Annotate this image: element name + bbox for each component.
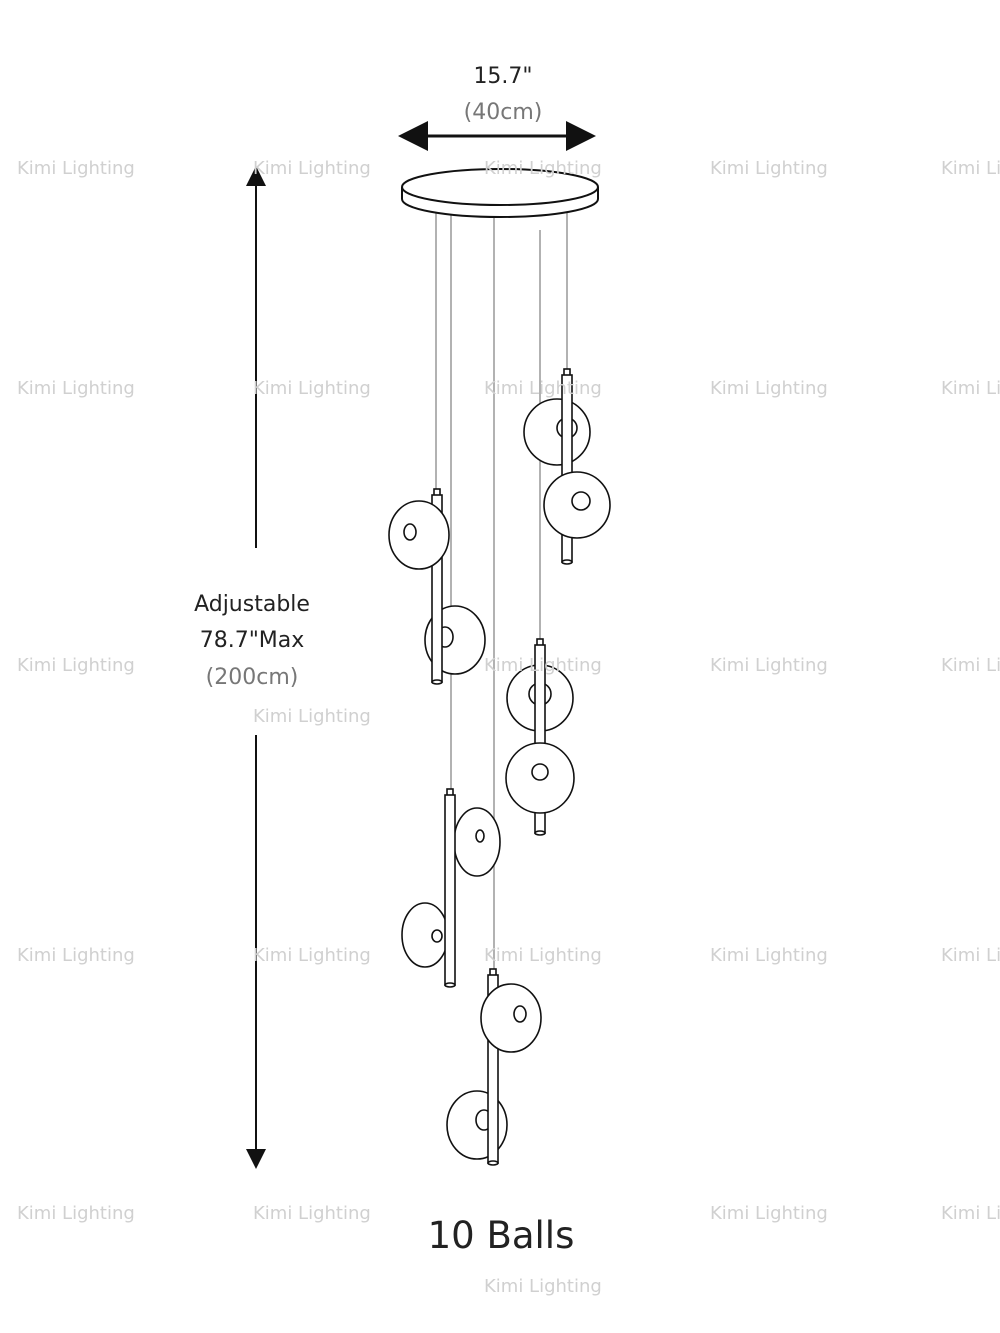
watermark-text: Kimi Lighting bbox=[941, 158, 1000, 179]
watermark-text: Kimi Lighting bbox=[710, 945, 828, 966]
tube-end bbox=[444, 982, 456, 988]
watermark-text: Kimi Lighting bbox=[17, 655, 135, 676]
tube-end bbox=[431, 679, 443, 685]
pendant-lamp bbox=[523, 368, 611, 565]
watermark-text: Kimi Lighting bbox=[484, 1276, 602, 1297]
glass-disc bbox=[480, 983, 542, 1053]
watermark-text: Kimi Lighting bbox=[253, 1203, 371, 1224]
pendant-lamps bbox=[388, 368, 611, 1166]
disc-center-hole bbox=[431, 929, 443, 943]
watermark-text: Kimi Lighting bbox=[484, 945, 602, 966]
tube-end bbox=[561, 559, 573, 565]
watermark-text: Kimi Lighting bbox=[253, 945, 371, 966]
glass-disc bbox=[453, 807, 501, 877]
disc-center-hole bbox=[403, 523, 417, 541]
watermark-text: Kimi Lighting bbox=[17, 945, 135, 966]
tube-end bbox=[534, 830, 546, 836]
pendant-lamp bbox=[505, 638, 575, 836]
watermark-text: Kimi Lighting bbox=[710, 655, 828, 676]
watermark-text: Kimi Lighting bbox=[941, 945, 1000, 966]
watermark-text: Kimi Lighting bbox=[941, 378, 1000, 399]
watermark-text: Kimi Lighting bbox=[710, 158, 828, 179]
glass-disc bbox=[388, 500, 450, 570]
watermark-text: Kimi Lighting bbox=[941, 655, 1000, 676]
watermark-text: Kimi Lighting bbox=[253, 706, 371, 727]
width-inches: 15.7" bbox=[473, 64, 532, 89]
ceiling-canopy bbox=[401, 168, 599, 218]
watermark-text: Kimi Lighting bbox=[253, 378, 371, 399]
caption: 10 Balls bbox=[428, 1214, 575, 1257]
width-cm: (40cm) bbox=[464, 100, 543, 125]
height-cm: (200cm) bbox=[206, 665, 299, 690]
height-label: Adjustable bbox=[194, 592, 310, 617]
height-inches: 78.7"Max bbox=[200, 628, 305, 653]
watermark-text: Kimi Lighting bbox=[710, 378, 828, 399]
pendant-lamp bbox=[388, 488, 486, 685]
disc-center-hole bbox=[531, 763, 549, 781]
disc-center-hole bbox=[475, 829, 485, 843]
disc-center-hole bbox=[571, 491, 591, 511]
watermark-text: Kimi Lighting bbox=[484, 655, 602, 676]
watermark-text: Kimi Lighting bbox=[710, 1203, 828, 1224]
tube-end bbox=[487, 1160, 499, 1166]
watermark-text: Kimi Lighting bbox=[941, 1203, 1000, 1224]
pendant-lamp bbox=[401, 788, 501, 988]
watermark-text: Kimi Lighting bbox=[484, 378, 602, 399]
pendant-lamp bbox=[446, 968, 542, 1166]
watermark-text: Kimi Lighting bbox=[253, 158, 371, 179]
watermark-text: Kimi Lighting bbox=[17, 158, 135, 179]
watermark-text: Kimi Lighting bbox=[17, 378, 135, 399]
watermark-text: Kimi Lighting bbox=[17, 1203, 135, 1224]
disc-center-hole bbox=[513, 1005, 527, 1023]
light-tube bbox=[444, 794, 456, 986]
watermark-text: Kimi Lighting bbox=[484, 158, 602, 179]
